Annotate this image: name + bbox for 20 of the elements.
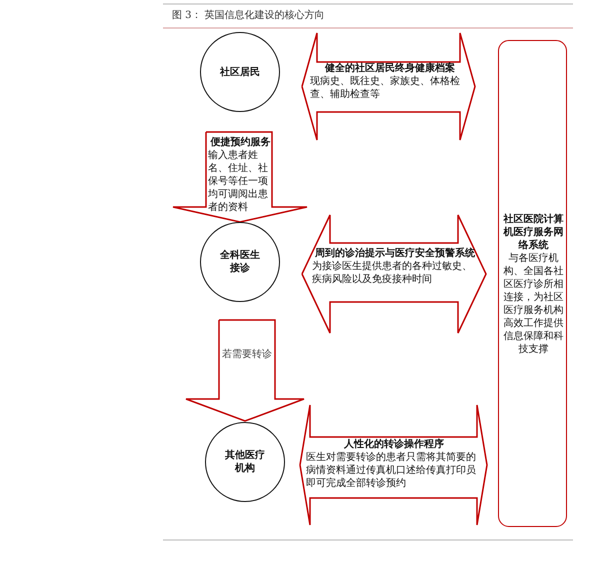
block-arrow [172,131,308,223]
node-label: 全科医生接诊 [219,249,261,275]
node-label: 其他医疗机构 [224,449,266,475]
edge-label: 便捷预约服务输入患者姓名、住址、社保号等任一项均可调阅出患者的资料 [208,136,272,214]
node-label: 社区居民 [219,66,261,78]
description: 与各医疗机构、全国各社区医疗诊所相连接，为社区医疗服务机构高效工作提供信息保障和科技支撑 [503,252,564,356]
double-block-arrow [299,404,488,526]
rounded-panel [498,40,567,527]
double-block-arrow [301,32,476,141]
double-block-arrow [301,214,487,334]
heading: 社区医院计算机医疗服务网络系统 [503,213,564,252]
edge-label: 若需要转诊 [221,348,273,361]
circle-node [200,222,280,302]
edge-label: 健全的社区居民终身健康档案现病史、既往史、家族史、体格检查、辅助检查等 [310,62,461,101]
circle-node [200,32,280,112]
block-arrow [185,319,305,422]
edge-label: 人性化的转诊操作程序医生对需要转诊的患者只需将其简要的病情资料通过传真机口述给传真打印员即可完成全部转诊预约 [306,438,477,490]
circle-node [205,422,285,502]
edge-label: 周到的诊治提示与医疗安全预警系统为接诊医生提供患者的各种过敏史、疾病风险以及免疫接种时间 [312,247,476,286]
figure-title: 图 3： 英国信息化建设的核心方向 [172,9,325,22]
